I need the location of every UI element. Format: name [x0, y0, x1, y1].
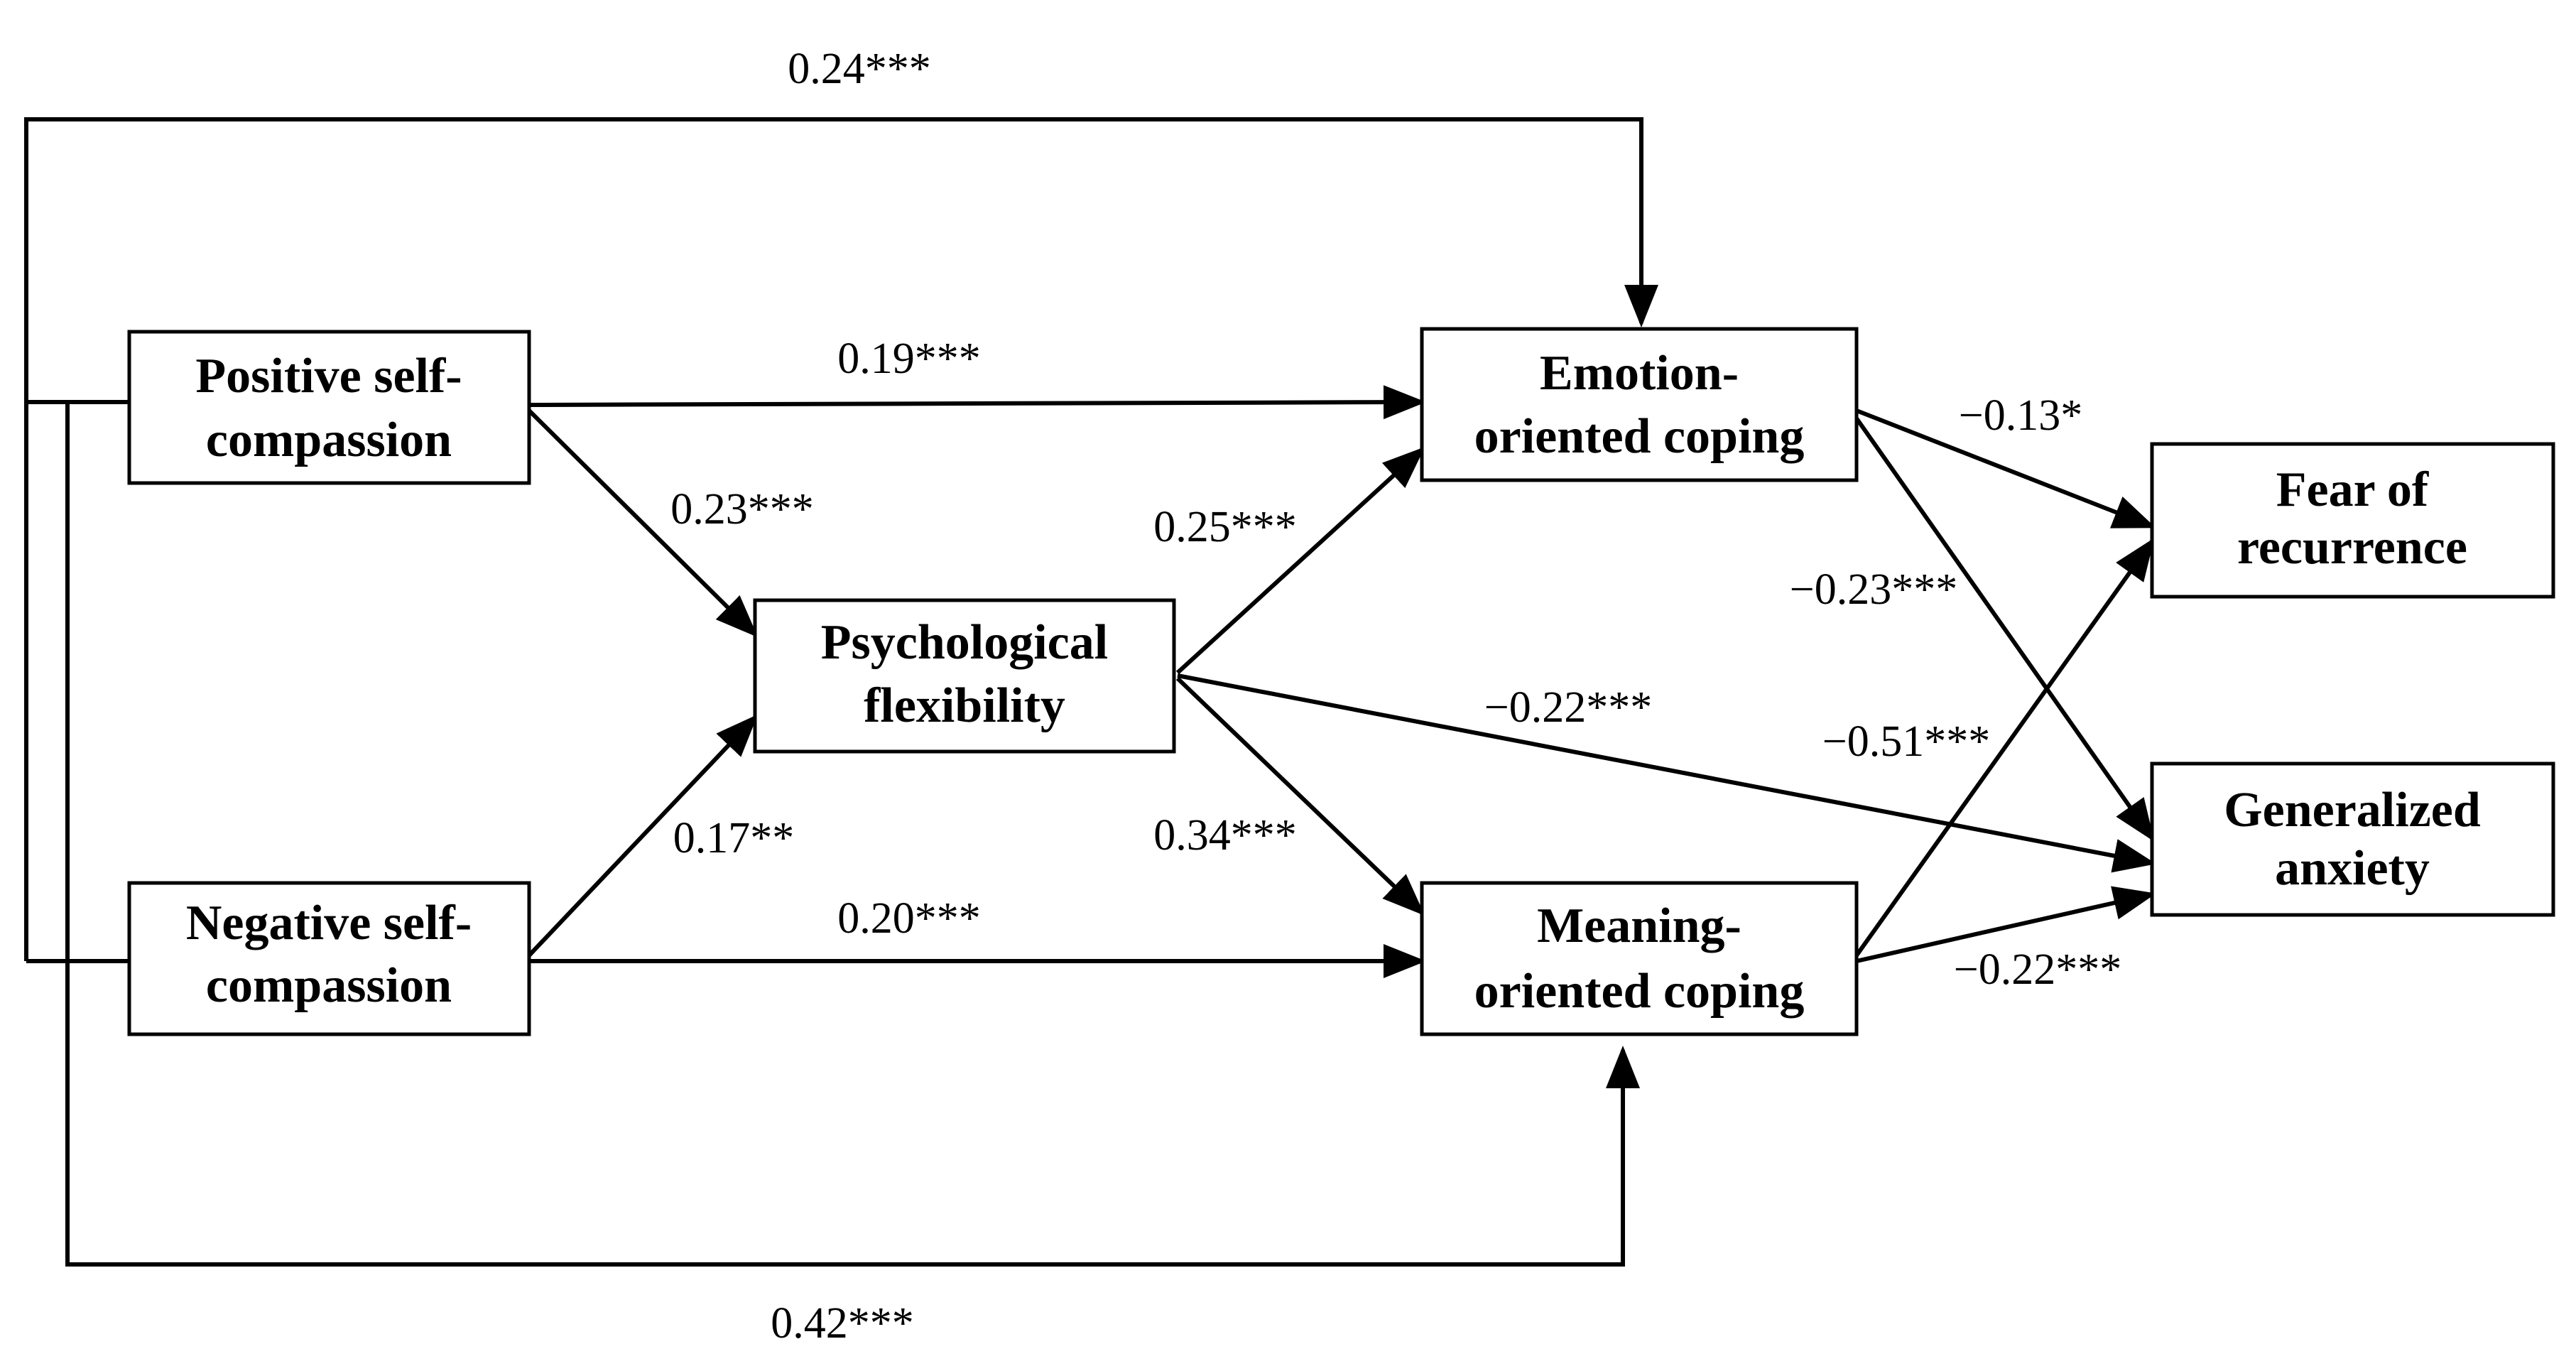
node-psychological-flexibility-line2: flexibility	[864, 678, 1065, 733]
node-psychological-flexibility-line1: Psychological	[821, 615, 1108, 670]
coef-meaning-to-fear: −0.51***	[1822, 717, 1990, 766]
path-emotion-to-fear	[1855, 408, 2156, 528]
node-emotion-oriented-coping-line2: oriented coping	[1474, 409, 1805, 464]
node-fear-of-recurrence: Fear of recurrence	[2150, 442, 2555, 599]
path-flex-to-meaning	[1175, 676, 1425, 916]
coef-meaning-to-anxiety: −0.22***	[1954, 945, 2121, 994]
coef-emotion-to-fear: −0.13*	[1959, 391, 2082, 440]
path-pos-to-flex	[527, 408, 759, 638]
coef-flex-to-meaning: 0.34***	[1153, 811, 1297, 860]
node-meaning-oriented-coping: Meaning- oriented coping	[1420, 881, 1859, 1036]
nodes-layer: Positive self- compassion Negative self-…	[127, 327, 2555, 1036]
node-psychological-flexibility: Psychological flexibility	[753, 598, 1176, 754]
path-pos-to-emotion	[528, 385, 1426, 420]
node-generalized-anxiety-line2: anxiety	[2275, 841, 2430, 896]
path-flex-to-emotion	[1175, 446, 1425, 675]
coef-neg-to-meaning: 0.20***	[837, 894, 981, 943]
coef-pos-to-emotion-long: 0.24***	[788, 45, 931, 93]
node-negative-self-compassion: Negative self- compassion	[127, 881, 531, 1036]
node-fear-of-recurrence-line2: recurrence	[2237, 520, 2467, 575]
coef-neg-to-meaning-long: 0.42***	[771, 1299, 914, 1348]
node-emotion-oriented-coping: Emotion- oriented coping	[1420, 327, 1859, 482]
node-generalized-anxiety: Generalized anxiety	[2150, 761, 2555, 917]
node-positive-self-compassion-line2: compassion	[206, 413, 452, 467]
coef-pos-to-flex: 0.23***	[670, 485, 814, 533]
paths-layer	[24, 117, 2156, 1267]
node-generalized-anxiety-line1: Generalized	[2224, 783, 2481, 838]
node-meaning-oriented-coping-line1: Meaning-	[1537, 899, 1741, 953]
node-positive-self-compassion: Positive self- compassion	[127, 330, 531, 485]
path-meaning-to-fear	[1854, 538, 2155, 957]
node-positive-self-compassion-line1: Positive self-	[195, 349, 462, 403]
path-neg-to-flex	[527, 714, 759, 958]
path-emotion-to-anxiety	[1854, 417, 2155, 842]
path-flex-to-anxiety	[1177, 673, 2156, 873]
node-meaning-oriented-coping-line2: oriented coping	[1474, 964, 1805, 1019]
node-negative-self-compassion-line2: compassion	[206, 958, 452, 1013]
path-pos-to-emotion-long	[24, 117, 1658, 404]
path-meaning-to-anxiety	[1856, 886, 2156, 963]
coef-emotion-to-anxiety: −0.23***	[1790, 565, 1957, 614]
coefficients-layer: 0.24*** 0.19*** 0.23*** 0.17** 0.20*** 0…	[670, 45, 2121, 1348]
coef-neg-to-flex: 0.17**	[673, 814, 795, 862]
node-emotion-oriented-coping-line1: Emotion-	[1540, 346, 1739, 401]
node-negative-self-compassion-line1: Negative self-	[186, 896, 472, 950]
node-fear-of-recurrence-line1: Fear of	[2276, 462, 2429, 517]
coef-flex-to-emotion: 0.25***	[1153, 503, 1297, 551]
coef-pos-to-emotion: 0.19***	[837, 335, 981, 383]
coef-flex-to-anxiety: −0.22***	[1484, 683, 1652, 732]
